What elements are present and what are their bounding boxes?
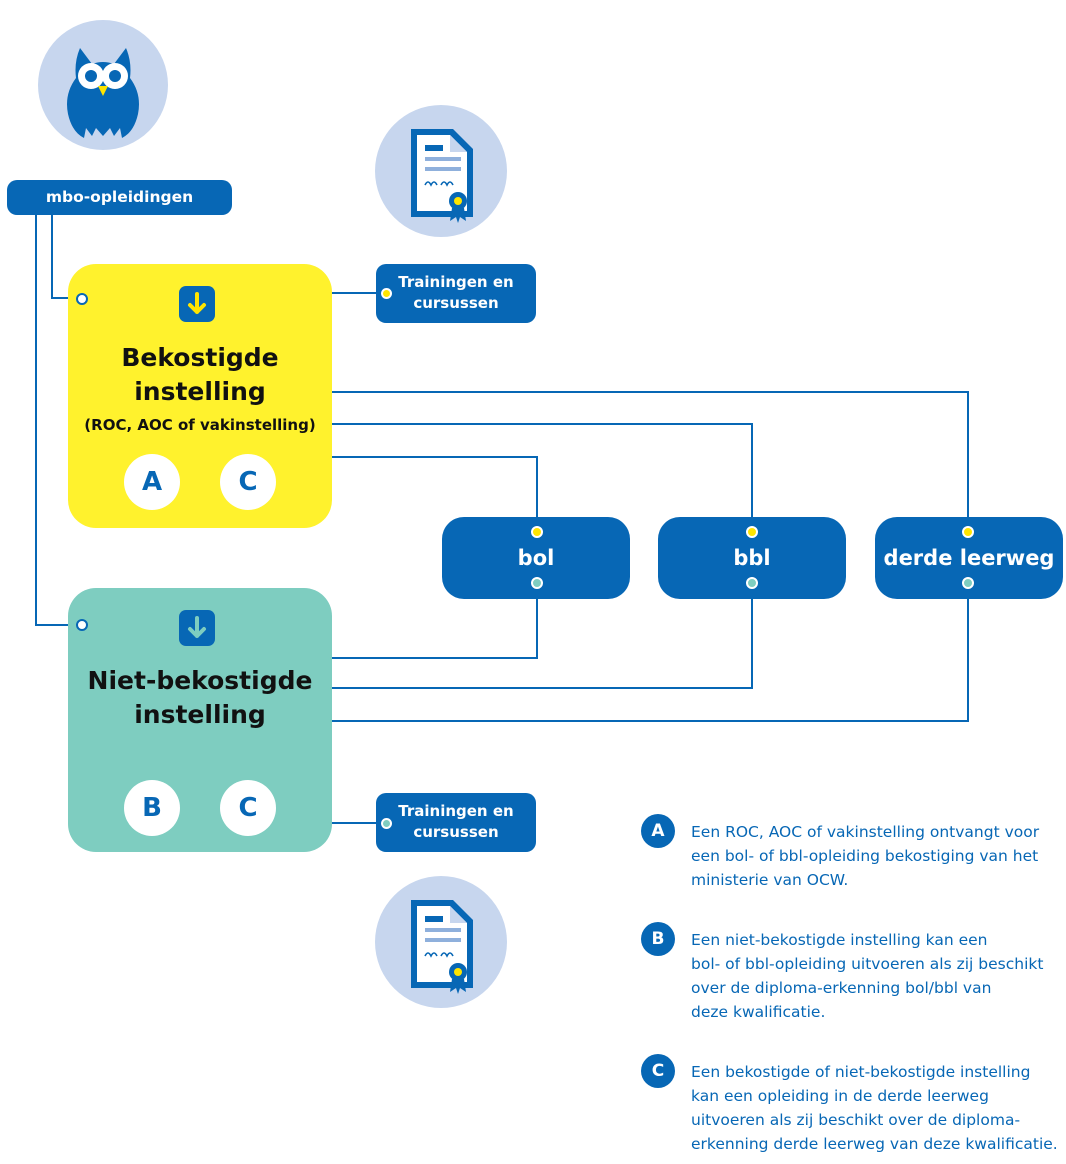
bekostigde-title-line1: Bekostigde bbox=[121, 343, 279, 372]
legend-text-c: Een bekostigde of niet-bekostigde instel… bbox=[691, 1063, 1058, 1153]
line-mbo-to-niet-bekostigd bbox=[35, 214, 82, 626]
line-bekostigd-to-bbl bbox=[332, 423, 753, 532]
mbo-opleidingen-label: mbo-opleidingen bbox=[7, 180, 232, 215]
training-courses-bottom: Trainingen en cursussen bbox=[376, 793, 536, 852]
line-bol-to-niet-bekostigd bbox=[332, 583, 538, 659]
line-bekostigd-to-bol bbox=[332, 456, 538, 532]
certificate-icon bbox=[411, 900, 473, 994]
bekostigde-instelling-box: Bekostigde instelling (ROC, AOC of vakin… bbox=[68, 264, 332, 528]
line-derde-to-niet-bekostigd bbox=[332, 583, 969, 722]
training-courses-top: Trainingen en cursussen bbox=[376, 264, 536, 323]
badge-b: B bbox=[124, 780, 180, 836]
connector-dot bbox=[381, 288, 392, 299]
legend-badge-c: C bbox=[641, 1054, 675, 1088]
bekostigde-title-line2: instelling bbox=[134, 377, 266, 406]
connector-dot bbox=[381, 818, 392, 829]
connector-dot bbox=[76, 619, 88, 631]
certificate-icon-circle-top bbox=[375, 105, 507, 237]
legend-badge-a: A bbox=[641, 814, 675, 848]
arrow-down-icon bbox=[179, 610, 215, 646]
line-bbl-to-niet-bekostigd bbox=[332, 583, 753, 689]
badge-c: C bbox=[220, 780, 276, 836]
owl-icon bbox=[67, 48, 139, 138]
niet-bekostigde-instelling-box: Niet-bekostigde instelling B C bbox=[68, 588, 332, 852]
badge-c: C bbox=[220, 454, 276, 510]
legend-text-a: Een ROC, AOC of vakinstelling ontvangt v… bbox=[691, 823, 1040, 889]
bekostigde-subtitle: (ROC, AOC of vakinstelling) bbox=[84, 416, 316, 434]
niet-bekostigde-title-line2: instelling bbox=[134, 700, 266, 729]
legend-text-b: Een niet-bekostigde instelling kan een b… bbox=[691, 931, 1044, 1021]
certificate-icon bbox=[411, 129, 473, 223]
niet-bekostigde-title-line1: Niet-bekostigde bbox=[87, 666, 313, 695]
connector-dot bbox=[76, 293, 88, 305]
arrow-down-icon bbox=[179, 286, 215, 322]
line-bekostigd-to-derde bbox=[332, 391, 969, 532]
owl-icon-circle bbox=[38, 20, 168, 150]
badge-a: A bbox=[124, 454, 180, 510]
certificate-icon-circle-bottom bbox=[375, 876, 507, 1008]
legend-badge-b: B bbox=[641, 922, 675, 956]
